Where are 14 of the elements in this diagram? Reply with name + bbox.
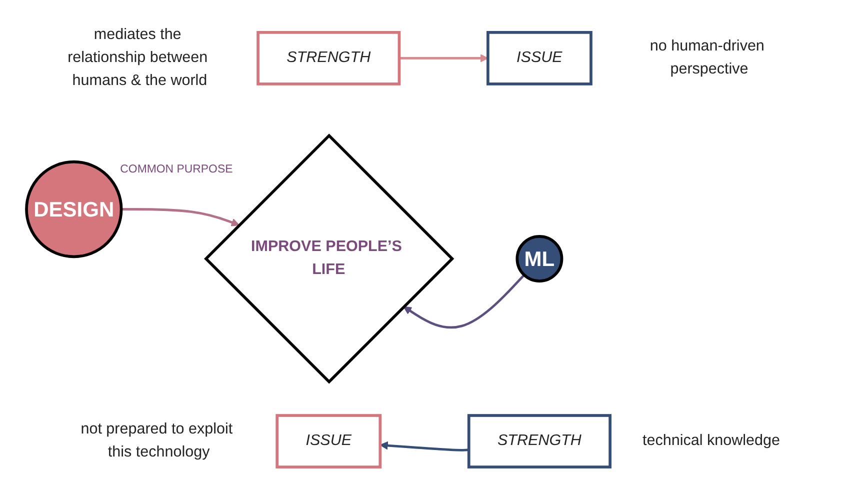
node-label: COMMON PURPOSE: [120, 162, 233, 176]
arrow: [403, 274, 526, 329]
node-circle: ML: [516, 234, 564, 282]
node-label: mediates the relationship between humans & the world: [68, 26, 208, 89]
node-box: STRENGTH: [256, 31, 401, 86]
node-box: ISSUE: [486, 31, 592, 86]
node-box: ISSUE: [276, 414, 382, 468]
arrow: [121, 208, 240, 226]
node-label: not prepared to exploit this technology: [80, 421, 233, 460]
arrow: [380, 441, 469, 452]
arrow: [399, 54, 488, 62]
node-label: technical knowledge: [642, 432, 780, 449]
node-box: STRENGTH: [467, 414, 612, 468]
node-label: no human-driven perspective: [650, 38, 764, 78]
